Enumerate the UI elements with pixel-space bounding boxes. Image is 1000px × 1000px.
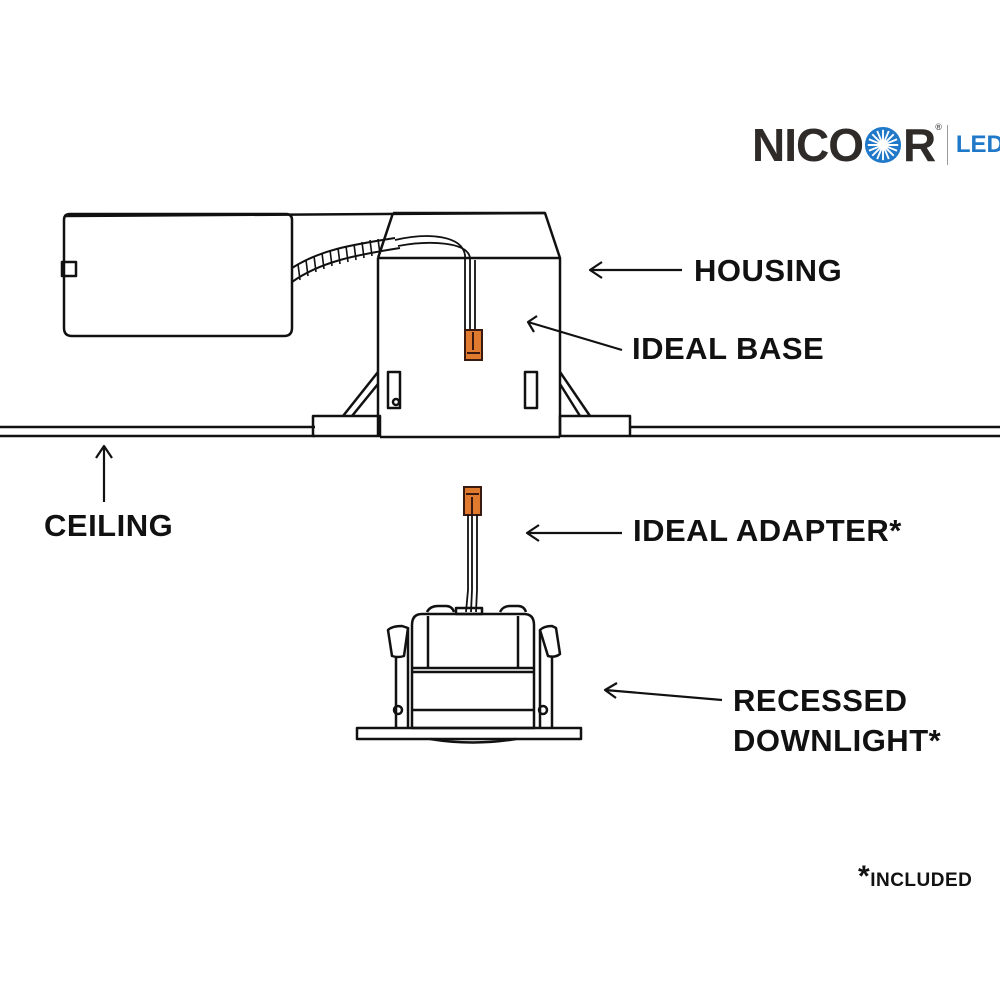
arrow-recessed-downlight: [603, 682, 723, 702]
brand-prefix: NICO: [752, 119, 864, 171]
ceiling-line: [0, 425, 1000, 438]
label-ideal-adapter: IDEAL ADAPTER*: [633, 513, 902, 548]
housing: [311, 211, 632, 439]
footnote-text: INCLUDED: [870, 870, 973, 891]
label-recessed-line1: RECESSED: [733, 683, 908, 718]
brand-suffix: R: [903, 119, 936, 171]
ideal-adapter-connector: [463, 486, 482, 516]
footnote-asterisk: *: [858, 860, 871, 893]
label-ceiling: CEILING: [44, 508, 174, 543]
registered-mark: ®: [935, 122, 942, 132]
footnote-included: *INCLUDED: [858, 858, 972, 894]
nicor-led-logo: NICO R ® LED: [752, 118, 1000, 172]
arrow-ideal-base: [526, 315, 623, 352]
arrow-housing: [588, 261, 682, 279]
logo-divider: [946, 125, 948, 165]
label-recessed-line2: DOWNLIGHT*: [733, 723, 942, 758]
adapter-wires: [465, 515, 478, 613]
ideal-base-connector: [464, 329, 483, 361]
flex-conduit: [291, 237, 401, 283]
arrow-ideal-adapter: [525, 524, 622, 542]
label-housing: HOUSING: [694, 253, 843, 288]
housing-wires: [394, 235, 476, 330]
recessed-downlight: [355, 604, 583, 744]
starburst-icon: [864, 126, 902, 164]
label-ideal-base: IDEAL BASE: [632, 331, 825, 366]
brand-wordmark: NICO R ®: [752, 118, 942, 172]
arrow-ceiling: [95, 444, 113, 502]
product-line-label: LED: [955, 131, 1000, 158]
